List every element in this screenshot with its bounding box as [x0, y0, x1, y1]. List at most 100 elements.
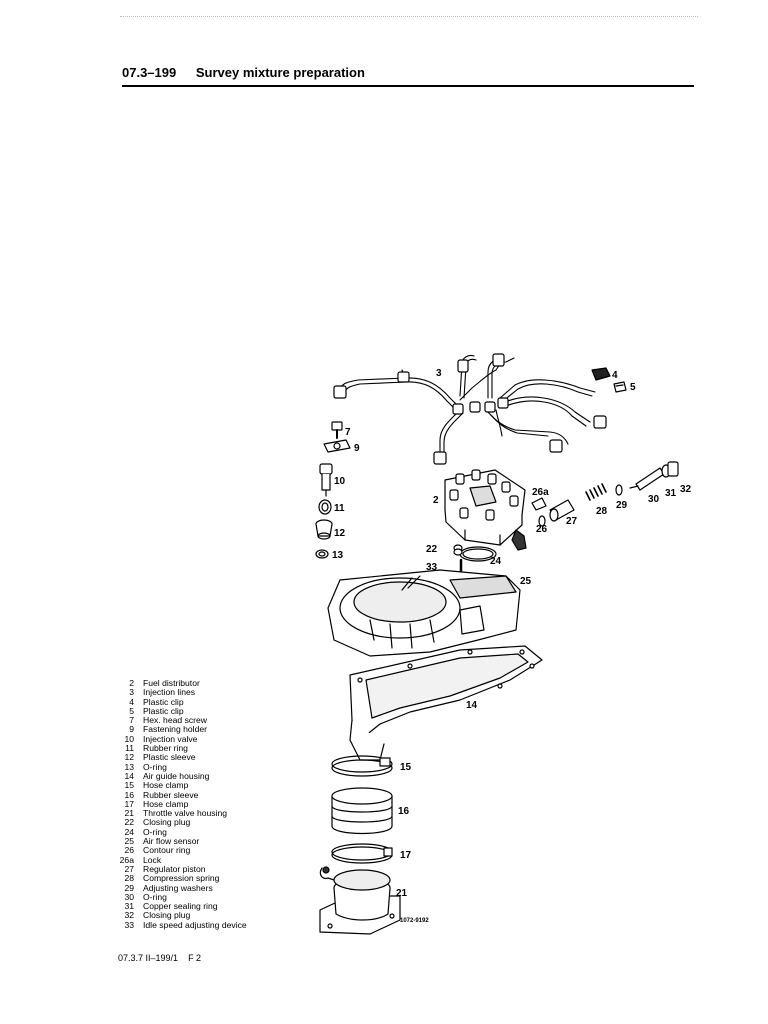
callout-24: 24: [490, 556, 502, 567]
legend-label: Fastening holder: [143, 724, 208, 735]
legend-number: 26: [124, 845, 134, 856]
hose-clamp-15: [331, 755, 393, 777]
legend-label: Contour ring: [143, 845, 191, 856]
legend-number: 9: [129, 724, 134, 735]
callout-30: 30: [648, 494, 660, 505]
legend-number: 25: [124, 836, 134, 847]
legend-item: 5 Plastic clip: [112, 705, 302, 716]
callout-16: 16: [398, 806, 410, 817]
legend-label: Air guide housing: [143, 770, 210, 781]
exploded-view-diagram: 3 4 5 7 9 10 11 12 13 2 26a 26 27 28 29 …: [315, 353, 692, 935]
legend-label: Adjusting washers: [143, 882, 213, 893]
legend-number: 4: [129, 696, 134, 707]
legend-number: 32: [124, 910, 134, 921]
callout-12: 12: [334, 528, 346, 539]
legend-item: 3 Injection lines: [112, 687, 302, 698]
legend-item: 32 Closing plug: [112, 910, 302, 921]
callout-26a: 26a: [532, 487, 549, 498]
legend-label: Injection valve: [143, 733, 198, 744]
section-code: 07.3–199: [122, 65, 177, 80]
legend-number: 7: [129, 715, 134, 726]
legend-label: O-ring: [143, 891, 167, 902]
legend-number: 26a: [119, 854, 134, 865]
legend-item: 4 Plastic clip: [112, 696, 302, 707]
legend-label: Closing plug: [143, 817, 191, 828]
legend-item: 15 Hose clamp: [112, 780, 302, 791]
drawing-number: 1072-9192: [400, 918, 429, 924]
callout-labels: 3 4 5 7 9 10 11 12 13 2 26a 26 27 28 29 …: [332, 368, 692, 924]
legend-label: Hex. head screw: [143, 715, 208, 726]
legend-number: 3: [129, 687, 134, 698]
legend-label: Injection lines: [143, 687, 196, 698]
legend-number: 29: [124, 882, 134, 893]
legend-number: 28: [124, 873, 134, 884]
legend-label: Rubber sleeve: [143, 789, 199, 800]
header-rule: [122, 85, 694, 87]
legend-label: Hose clamp: [143, 798, 189, 809]
callout-9: 9: [354, 443, 360, 454]
callout-31: 31: [665, 488, 677, 499]
hose-clamp-17: [331, 843, 393, 864]
callout-22: 22: [426, 544, 438, 555]
legend-label: Plastic clip: [143, 705, 184, 716]
legend-item: 9 Fastening holder: [112, 724, 302, 735]
o-ring-13: [315, 549, 329, 559]
page-title: Survey mixture preparation: [195, 65, 365, 80]
rubber-ring: [318, 499, 332, 515]
regulator-parts: [531, 461, 679, 527]
callout-33: 33: [426, 562, 438, 573]
legend-label: Lock: [143, 854, 162, 865]
legend-label: Idle speed adjusting device: [143, 919, 247, 930]
legend-item: 26 Contour ring: [112, 845, 302, 856]
legend-number: 27: [124, 863, 134, 874]
legend-item: 7 Hex. head screw: [112, 715, 302, 726]
callout-3: 3: [436, 368, 442, 379]
page-header: 07.3–199 Survey mixture preparation: [122, 64, 694, 84]
hex-screw: [331, 421, 343, 439]
legend-label: Plastic clip: [143, 696, 184, 707]
callout-28: 28: [596, 506, 608, 517]
legend-label: Fuel distributor: [143, 678, 200, 688]
callout-26: 26: [536, 524, 548, 535]
injection-valve: [319, 463, 333, 497]
legend-number: 5: [129, 705, 134, 716]
callout-21: 21: [396, 888, 408, 899]
legend-label: Hose clamp: [143, 780, 189, 791]
callout-5: 5: [630, 382, 636, 393]
legend-number: 16: [124, 789, 134, 800]
callout-29: 29: [616, 500, 628, 511]
legend-label: Throttle valve housing: [143, 808, 228, 819]
fastening-holder: [323, 439, 351, 453]
legend-label: Closing plug: [143, 910, 191, 921]
legend-number: 15: [124, 780, 134, 791]
legend-item: 16 Rubber sleeve: [112, 789, 302, 800]
legend-label: Regulator piston: [143, 863, 206, 874]
callout-15: 15: [400, 762, 412, 773]
callout-2: 2: [433, 495, 439, 506]
plastic-sleeve: [315, 519, 333, 540]
legend-number: 33: [124, 919, 134, 930]
plastic-clips: [591, 367, 627, 393]
closing-plug-22: [453, 544, 463, 556]
legend-number: 31: [124, 901, 134, 912]
legend-number: 12: [124, 752, 134, 763]
air-guide-housing: [349, 645, 543, 761]
legend-item: 27 Regulator piston: [112, 863, 302, 874]
callout-25: 25: [520, 576, 532, 587]
line-nuts: [333, 353, 607, 465]
legend-label: O-ring: [143, 826, 167, 837]
air-flow-sensor: [327, 569, 521, 657]
